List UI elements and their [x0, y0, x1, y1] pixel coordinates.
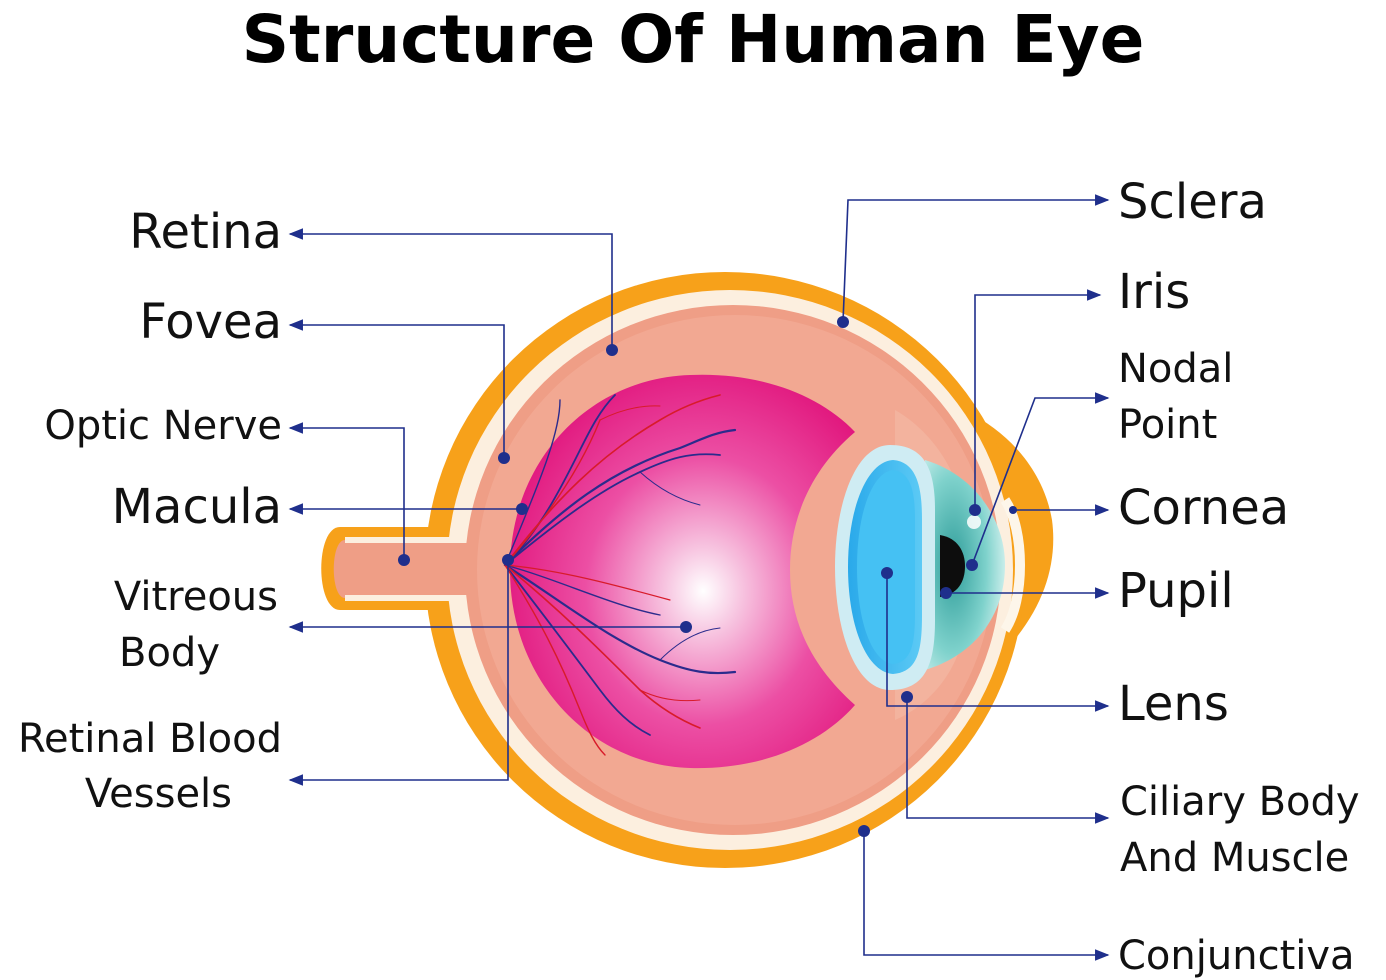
label-lens: Lens — [1118, 676, 1229, 732]
label-iris: Iris — [1118, 264, 1190, 320]
retinal-blood-vessels — [503, 394, 737, 756]
leader-sclera — [842, 194, 1110, 323]
dot-optic-nerve — [398, 554, 410, 566]
dot-blood-vessels — [502, 554, 514, 566]
leader-lens — [886, 573, 1110, 712]
label-blood-line1: Retinal Blood — [18, 716, 282, 762]
label-sclera: Sclera — [1118, 174, 1267, 230]
vitreous-body — [510, 374, 855, 769]
dot-cornea — [1009, 506, 1017, 514]
label-ciliary-line1: Ciliary Body — [1120, 779, 1360, 825]
leader-dots — [398, 316, 1017, 837]
label-conjunctiva: Conjunctiva — [1118, 933, 1355, 979]
label-fovea: Fovea — [139, 294, 282, 350]
dot-sclera — [837, 316, 849, 328]
dot-vitreous — [680, 621, 692, 633]
leader-ciliary — [906, 697, 1110, 824]
label-cornea: Cornea — [1118, 480, 1289, 536]
dot-macula — [516, 503, 528, 515]
lens-core — [857, 470, 915, 664]
leader-conjunctiva — [863, 831, 1110, 961]
diagram-title: Structure Of Human Eye — [241, 1, 1145, 78]
label-blood-line2: Vessels — [85, 771, 232, 817]
dot-conjunctiva — [858, 825, 870, 837]
label-vitreous-line2: Body — [119, 630, 220, 676]
label-ciliary-line2: And Muscle — [1120, 835, 1349, 881]
leader-lines — [288, 194, 1110, 961]
leader-retina — [288, 228, 613, 350]
optic-nerve-inner — [333, 540, 485, 598]
dot-fovea — [498, 452, 510, 464]
dot-pupil — [940, 587, 952, 599]
dot-ciliary — [901, 691, 913, 703]
labels-left: Retina Fovea Optic Nerve Macula Vitreous… — [18, 204, 282, 817]
label-pupil: Pupil — [1118, 563, 1234, 619]
leader-nodal — [971, 392, 1110, 566]
iris-reflection — [967, 515, 981, 529]
leader-fovea — [288, 319, 505, 458]
leader-iris — [974, 289, 1102, 510]
dot-nodal — [966, 559, 978, 571]
label-nodal-line2: Point — [1118, 402, 1217, 448]
dot-iris — [969, 504, 981, 516]
label-nodal-line1: Nodal — [1118, 346, 1233, 392]
leader-optic-nerve — [288, 422, 405, 560]
dot-lens — [881, 567, 893, 579]
labels-right: Sclera Iris Nodal Point Cornea Pupil Len… — [1118, 174, 1360, 979]
label-retina: Retina — [129, 204, 282, 260]
leader-blood-vessels — [288, 560, 509, 786]
iris-shape — [925, 460, 1005, 670]
dot-retina — [606, 344, 618, 356]
label-optic-nerve: Optic Nerve — [44, 403, 282, 449]
label-vitreous-line1: Vitreous — [114, 574, 278, 620]
pupil-shape — [940, 535, 965, 597]
label-macula: Macula — [112, 479, 282, 535]
